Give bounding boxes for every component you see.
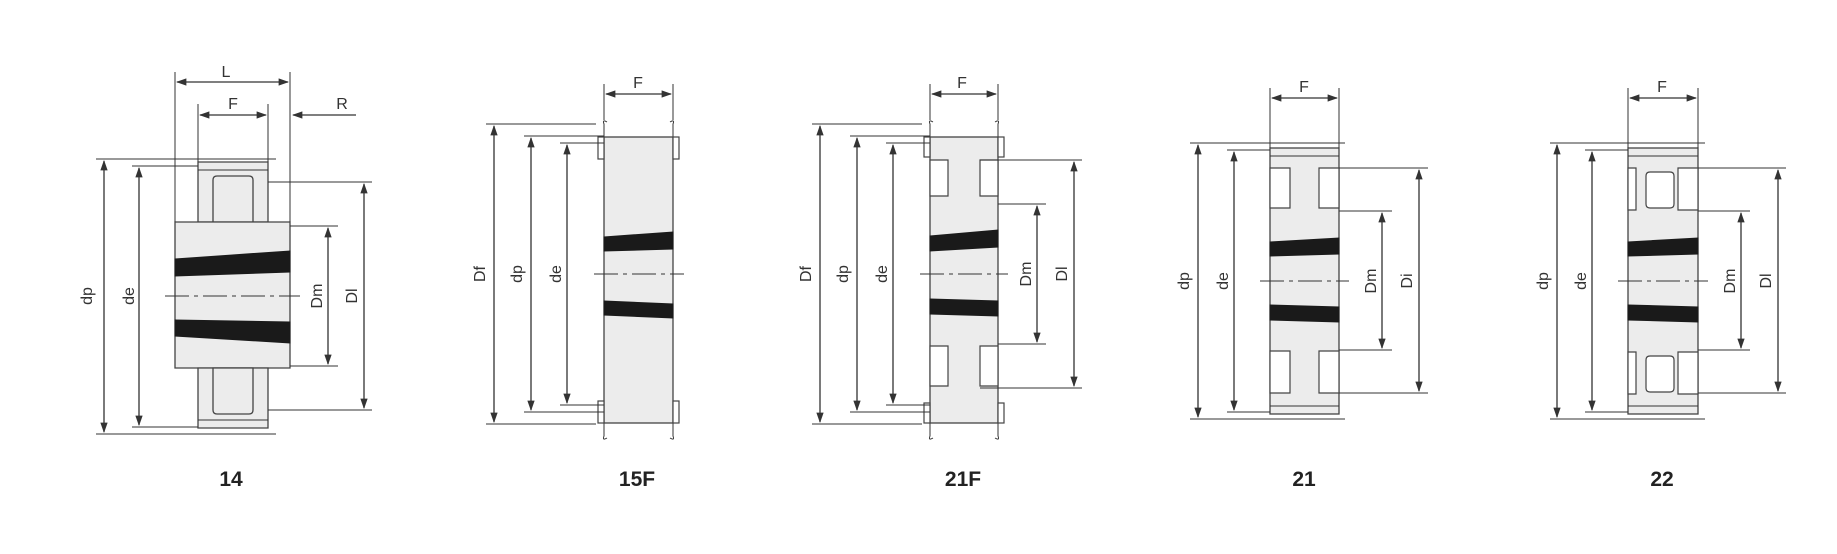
pulley-15F-F-label: F xyxy=(633,75,643,92)
pulley-21-Di-label: Di xyxy=(1399,273,1416,288)
pulley-type-21: F dp de Dm Di 21 xyxy=(1176,79,1428,491)
pulley-15F-section xyxy=(594,120,684,440)
pulley-21F-Df-label: Df xyxy=(798,265,815,282)
pulley-14-R-label: R xyxy=(336,96,348,113)
pulley-21-F-label: F xyxy=(1299,79,1309,96)
pulley-22-caption: 22 xyxy=(1650,468,1673,491)
pulley-21F-dp-label: dp xyxy=(835,265,852,283)
pulley-22-Dm-label: Dm xyxy=(1722,269,1739,294)
pulley-22-dp-label: dp xyxy=(1535,272,1552,290)
pulley-14-Di-label: Dl xyxy=(344,288,361,303)
pulley-15F-Df-label: Df xyxy=(472,265,489,282)
pulley-14-dp-label: dp xyxy=(79,287,96,305)
pulley-type-14: L F R dp de Dm Dl 14 xyxy=(79,64,372,491)
pulley-21-Dm-label: Dm xyxy=(1363,269,1380,294)
pulley-type-21F: F Df dp de Dm Dl 21F xyxy=(798,75,1082,491)
pulley-21F-Dm-label: Dm xyxy=(1018,262,1035,287)
pulley-21-de-label: de xyxy=(1215,272,1232,290)
pulley-22-Di-label: Dl xyxy=(1758,273,1775,288)
pulley-21F-caption: 21F xyxy=(945,468,981,491)
pulley-14-de-label: de xyxy=(121,287,138,305)
pulley-22-de-label: de xyxy=(1573,272,1590,290)
pulley-21F-F-label: F xyxy=(957,75,967,92)
pulley-type-15F: F Df dp de 15F xyxy=(472,75,684,491)
pulley-15F-caption: 15F xyxy=(619,468,655,491)
pulley-14-caption: 14 xyxy=(219,468,243,491)
pulley-14-Dm-label: Dm xyxy=(309,284,326,309)
pulley-21-section xyxy=(1260,147,1349,415)
pulley-14-F-label: F xyxy=(228,96,238,113)
pulley-21F-de-label: de xyxy=(874,265,891,283)
pulley-21F-section xyxy=(920,120,1008,440)
pulley-21-dp-label: dp xyxy=(1176,272,1193,290)
pulley-15F-dp-label: dp xyxy=(509,265,526,283)
pulley-15F-de-label: de xyxy=(548,265,565,283)
pulley-14-section xyxy=(165,161,300,429)
pulley-14-L-label: L xyxy=(222,64,231,81)
pulley-type-22: F dp de Dm Dl 22 xyxy=(1535,79,1786,491)
pulley-22-section xyxy=(1618,147,1708,415)
pulley-21-caption: 21 xyxy=(1292,468,1316,491)
pulley-21F-Di-label: Dl xyxy=(1054,266,1071,281)
pulley-22-F-label: F xyxy=(1657,79,1667,96)
